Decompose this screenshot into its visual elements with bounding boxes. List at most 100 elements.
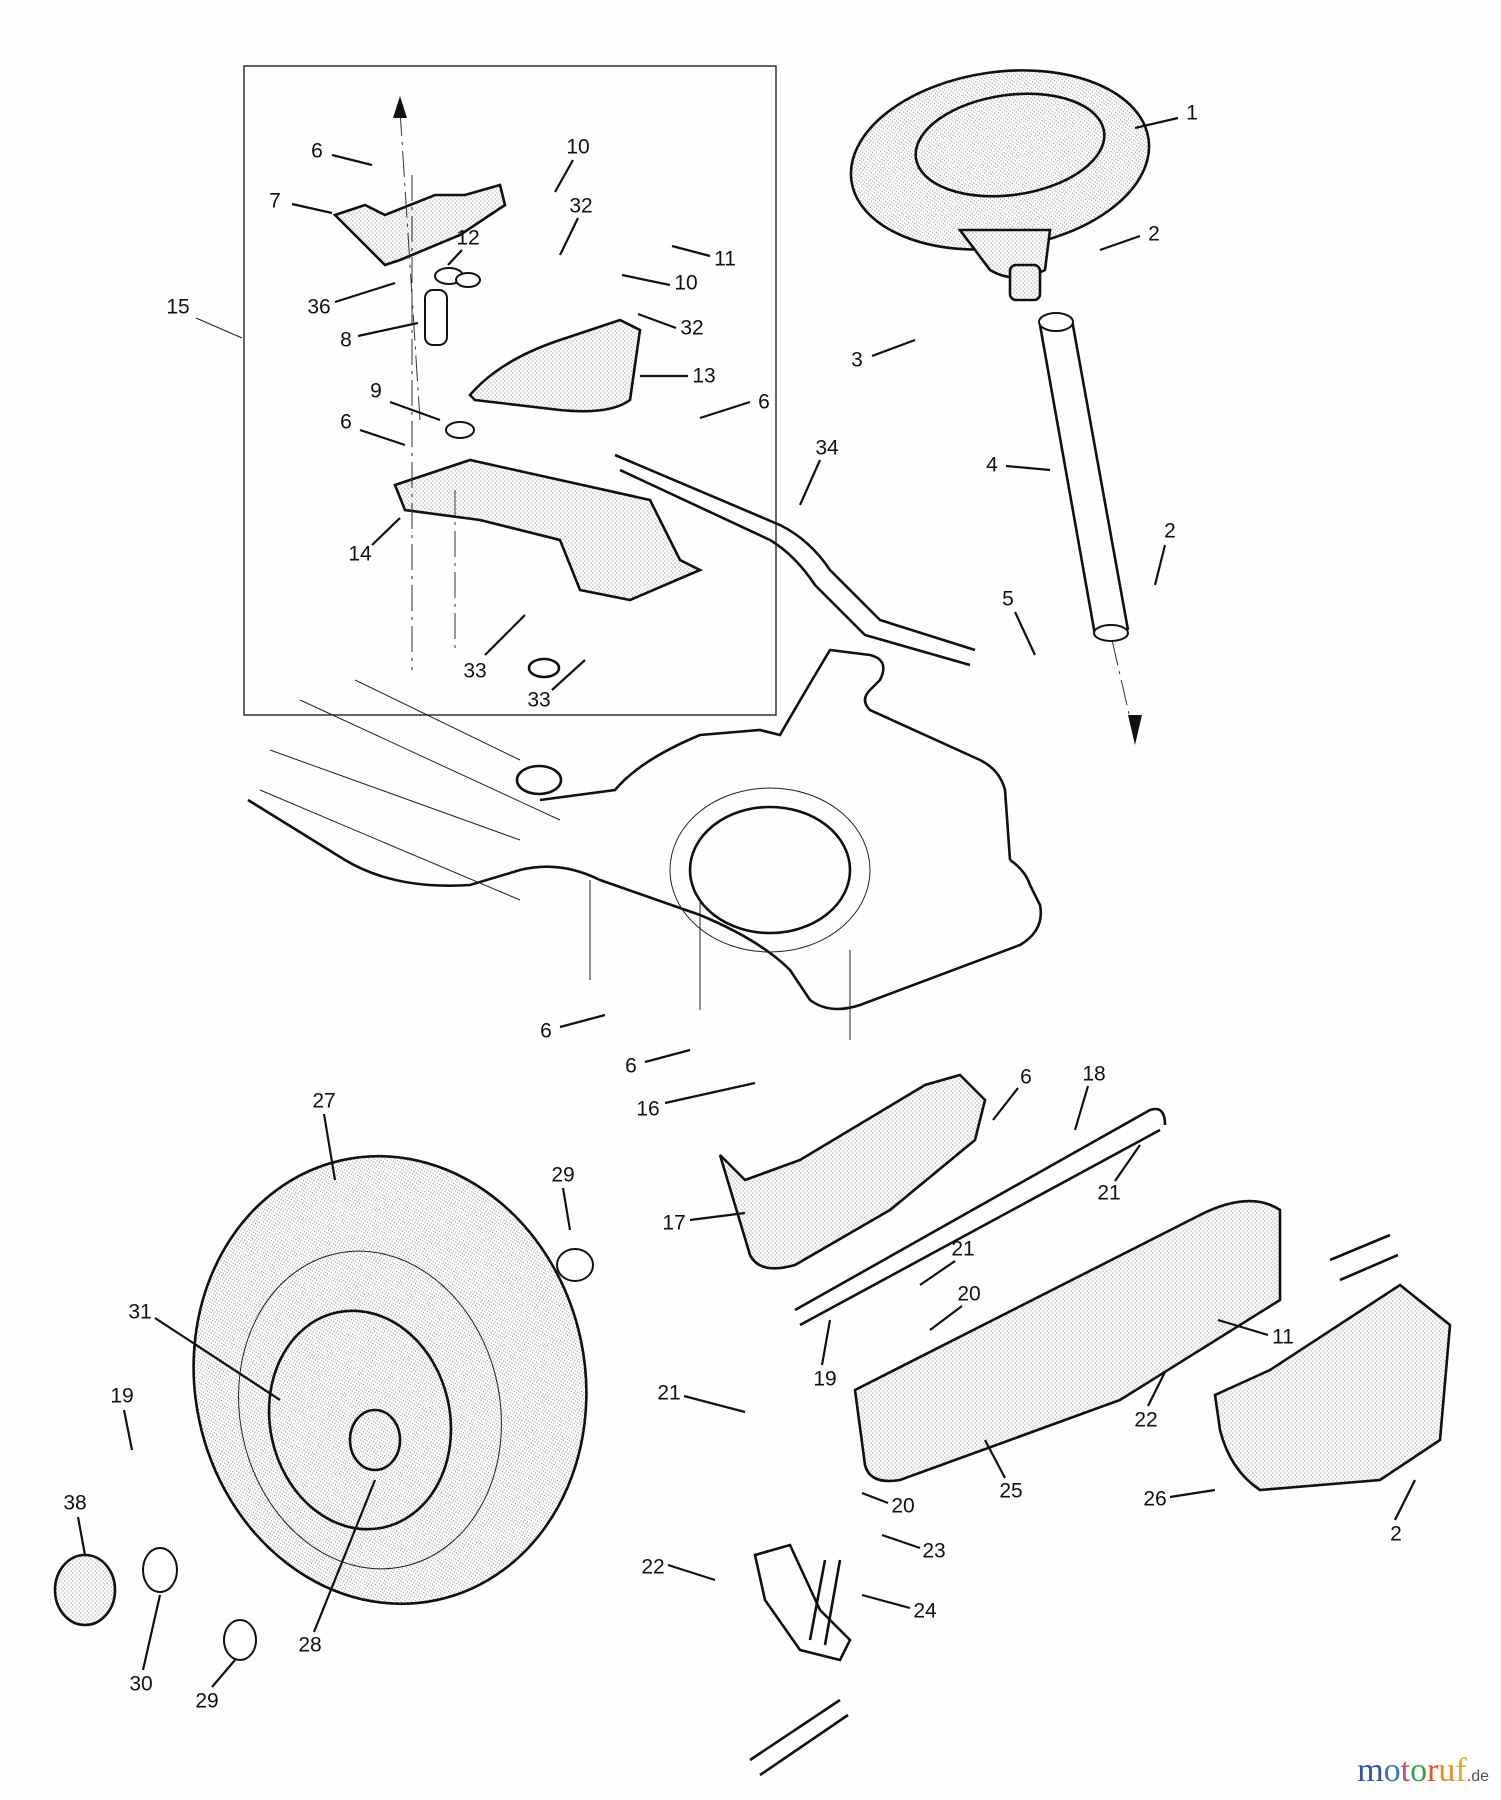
logo-tld: .de	[1466, 1768, 1489, 1785]
callout-38[interactable]: 38	[63, 1491, 87, 1515]
leader-line	[211, 1659, 236, 1688]
callout-27[interactable]: 27	[312, 1089, 336, 1113]
callout-26[interactable]: 26	[1143, 1487, 1167, 1511]
callout-33[interactable]: 33	[463, 659, 487, 683]
callout-9[interactable]: 9	[370, 379, 382, 403]
callout-16[interactable]: 16	[636, 1097, 660, 1121]
callout-32[interactable]: 32	[569, 194, 593, 218]
callout-2[interactable]: 2	[1148, 222, 1160, 246]
leader-line	[984, 1439, 1006, 1479]
leader-line	[871, 338, 916, 358]
leader-line	[644, 1048, 691, 1064]
callout-10[interactable]: 10	[674, 271, 698, 295]
leader-line	[559, 217, 579, 256]
callout-6[interactable]: 6	[311, 139, 323, 163]
leader-line	[334, 281, 396, 304]
callout-15[interactable]: 15	[166, 295, 190, 319]
callout-12[interactable]: 12	[456, 226, 480, 250]
drag-link	[614, 453, 976, 667]
callout-6[interactable]: 6	[1020, 1065, 1032, 1089]
callout-11[interactable]: 11	[714, 247, 736, 271]
callout-28[interactable]: 28	[298, 1633, 322, 1657]
callout-6[interactable]: 6	[340, 410, 352, 434]
leader-line	[861, 1491, 889, 1505]
callout-6[interactable]: 6	[540, 1019, 552, 1043]
callout-3[interactable]: 3	[851, 348, 863, 372]
callout-23[interactable]: 23	[922, 1539, 946, 1563]
leader-line	[359, 428, 406, 447]
callout-10[interactable]: 10	[566, 135, 590, 159]
inset-parts	[332, 96, 704, 679]
callout-6[interactable]: 6	[625, 1054, 637, 1078]
callout-7[interactable]: 7	[269, 189, 281, 213]
leader-line	[683, 1394, 746, 1414]
callout-30[interactable]: 30	[129, 1672, 153, 1696]
leader-line	[1169, 1488, 1216, 1499]
axle-bracket	[718, 1073, 987, 1270]
logo-letter: t	[1400, 1752, 1411, 1789]
callout-13[interactable]: 13	[692, 364, 716, 388]
callout-21[interactable]: 21	[1097, 1181, 1121, 1205]
callout-19[interactable]: 19	[813, 1367, 837, 1391]
callout-20[interactable]: 20	[891, 1494, 915, 1518]
logo-letter: m	[1357, 1752, 1384, 1789]
bushing-lower	[223, 1619, 257, 1661]
leader-line	[447, 249, 463, 266]
leader-line	[881, 1533, 921, 1550]
callout-2[interactable]: 2	[1390, 1522, 1402, 1546]
callout-1[interactable]: 1	[1186, 101, 1198, 125]
callout-11[interactable]: 11	[1272, 1325, 1294, 1349]
logo-letter: o	[1410, 1752, 1428, 1789]
callout-31[interactable]: 31	[128, 1300, 152, 1324]
callout-22[interactable]: 22	[1134, 1408, 1158, 1432]
leader-line	[76, 1516, 87, 1556]
callout-33[interactable]: 33	[527, 688, 551, 712]
callout-34[interactable]: 34	[815, 436, 839, 460]
washer	[142, 1547, 178, 1593]
logo-letter: f	[1455, 1752, 1467, 1789]
leader-line	[1014, 611, 1036, 656]
callout-5[interactable]: 5	[1002, 587, 1014, 611]
callout-14[interactable]: 14	[348, 542, 372, 566]
callout-6[interactable]: 6	[758, 390, 770, 414]
leader-line	[671, 244, 711, 258]
callout-19[interactable]: 19	[110, 1384, 134, 1408]
callout-21[interactable]: 21	[657, 1381, 681, 1405]
callout-24[interactable]: 24	[913, 1599, 937, 1623]
logo-letter: r	[1427, 1752, 1439, 1789]
inset-box	[243, 65, 777, 716]
leader-line	[559, 1013, 606, 1029]
leader-line	[551, 659, 586, 691]
callout-18[interactable]: 18	[1082, 1062, 1106, 1086]
leader-line	[357, 321, 419, 338]
logo-letter: o	[1383, 1752, 1401, 1789]
leader-line	[664, 1081, 756, 1105]
callout-20[interactable]: 20	[957, 1282, 981, 1306]
leader-line	[484, 614, 526, 656]
leader-line	[1217, 1318, 1269, 1337]
callout-36[interactable]: 36	[307, 295, 331, 319]
leader-line	[1099, 234, 1141, 252]
callout-8[interactable]: 8	[340, 328, 352, 352]
leader-line	[689, 1211, 746, 1222]
callout-21[interactable]: 21	[951, 1237, 975, 1261]
leader-line	[992, 1087, 1019, 1121]
callout-25[interactable]: 25	[999, 1479, 1023, 1503]
leader-line	[667, 1563, 716, 1582]
front-axle	[853, 1199, 1452, 1492]
callout-29[interactable]: 29	[551, 1163, 575, 1187]
callout-17[interactable]: 17	[662, 1211, 686, 1235]
callout-32[interactable]: 32	[680, 316, 704, 340]
leader-line	[919, 1260, 956, 1286]
callout-22[interactable]: 22	[641, 1555, 665, 1579]
callout-29[interactable]: 29	[195, 1689, 219, 1713]
leader-lines	[76, 116, 1416, 1688]
leader-line	[1005, 464, 1051, 472]
leader-line	[1394, 1479, 1416, 1521]
leader-15	[195, 317, 243, 339]
leader-line	[291, 202, 333, 215]
callout-2[interactable]: 2	[1164, 519, 1176, 543]
callout-4[interactable]: 4	[986, 453, 998, 477]
